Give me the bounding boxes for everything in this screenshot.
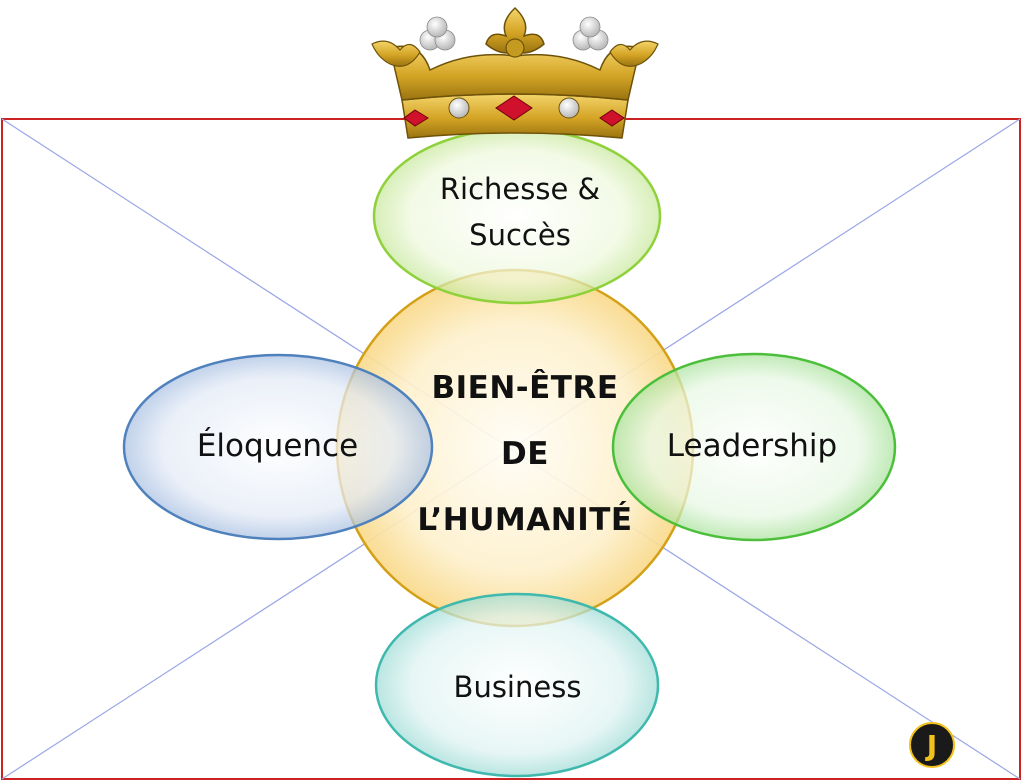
logo-letter: J [925,729,937,762]
logo-badge [909,722,955,768]
ellipse-right [611,352,897,542]
label-bottom: Business [453,670,582,704]
ellipse-bottom [374,592,660,778]
ellipse-left [122,353,434,541]
label-top: Richesse & Succès [439,172,601,252]
center-label: BIEN-ÊTRE DE L’HUMANITÉ [417,370,633,538]
label-right: Leadership [666,428,838,464]
crown-icon [371,6,659,139]
label-left: Éloquence [196,428,359,464]
